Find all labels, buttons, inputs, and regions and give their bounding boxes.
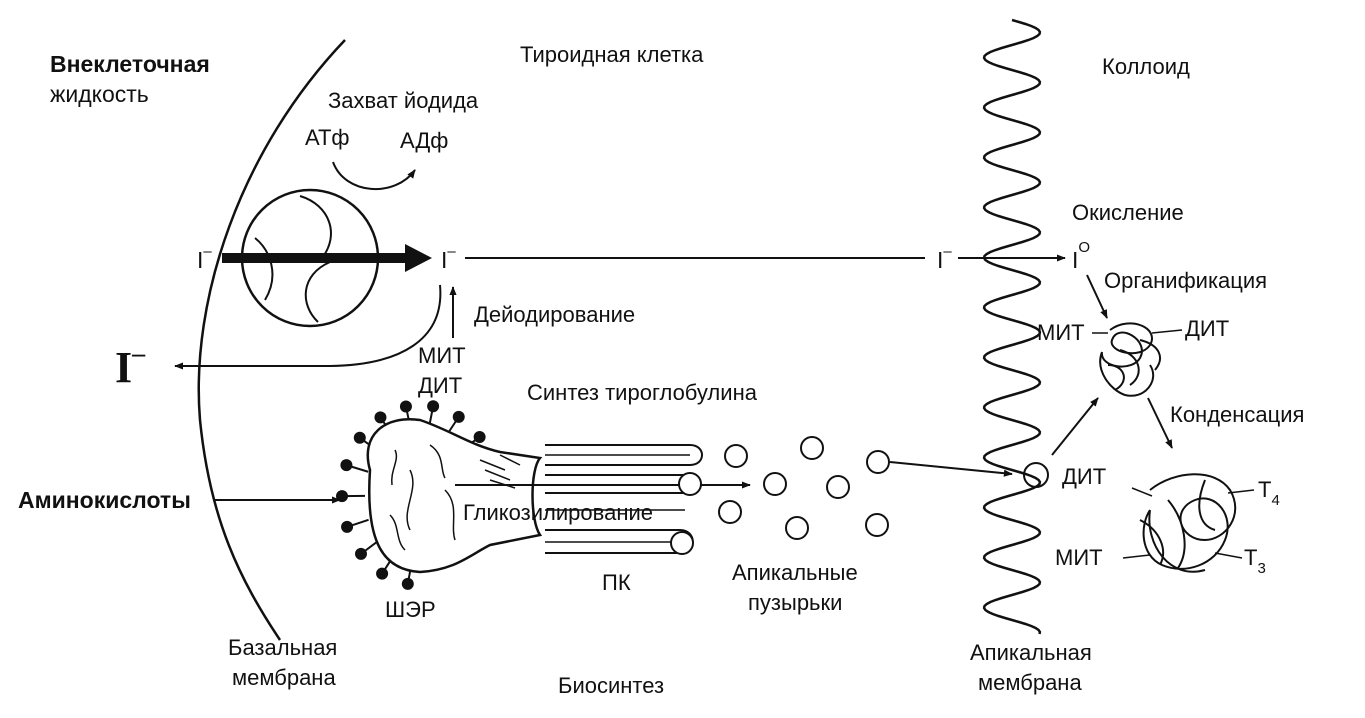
ribosome — [473, 430, 486, 443]
iodide-efflux-arrow — [174, 284, 442, 370]
apical-membrane-line — [982, 18, 1042, 635]
rough-er-body — [366, 418, 543, 574]
t3-t4-coil — [1139, 473, 1237, 573]
ribosome — [452, 410, 465, 423]
vesicle — [763, 472, 787, 496]
dit-pointer-1 — [1151, 329, 1183, 334]
atp-to-adp-arrow — [332, 161, 416, 191]
ribosome — [353, 431, 366, 444]
t3-label: Т3 — [1244, 545, 1266, 577]
vesicle — [670, 531, 694, 555]
ribosome — [340, 459, 353, 472]
vesicle — [826, 475, 850, 499]
vesicle — [865, 513, 889, 537]
mit-label-colloid-1: МИТ — [1037, 320, 1085, 345]
ribosome — [354, 547, 367, 560]
oxidation-label: Окисление — [1072, 200, 1184, 225]
condensation-arrow — [1147, 397, 1173, 449]
vesicle — [678, 472, 702, 496]
ribosome — [401, 577, 414, 590]
golgi-label: ПК — [602, 570, 631, 595]
organification-arrow — [1086, 274, 1108, 319]
thyroglobulin-synthesis-label: Синтез тироглобулина — [527, 380, 758, 405]
extracellular-label-1: Внеклеточная — [50, 51, 210, 77]
glycosylation-label: Гликозилирование — [463, 500, 653, 525]
pump-inner-arc-3 — [304, 261, 331, 323]
dit-label-cell: ДИТ — [418, 373, 462, 398]
extracellular-label-2: жидкость — [50, 81, 149, 107]
vesicle — [718, 500, 742, 524]
ribosome — [374, 411, 387, 424]
iodide-intracellular: I– — [441, 243, 456, 273]
biosynthesis-label: Биосинтез — [558, 673, 664, 698]
vesicle-to-apical-arrow — [889, 461, 1013, 477]
apical-membrane-label-1: Апикальная — [970, 640, 1092, 665]
basal-membrane-label-2: мембрана — [232, 665, 336, 690]
ribosome — [427, 400, 440, 413]
iodide-extracellular: I– — [197, 243, 212, 273]
adp-label: АДф — [400, 128, 448, 153]
organification-label: Органификация — [1104, 268, 1267, 293]
iodide-transport-arrowhead — [405, 244, 432, 272]
pump-inner-arc-1 — [299, 195, 332, 259]
t4-label: Т4 — [1258, 477, 1280, 509]
t4-pointer — [1227, 489, 1255, 494]
basal-membrane-line — [197, 39, 346, 641]
vesicle — [785, 516, 809, 540]
atp-label: АТф — [305, 125, 350, 150]
rough-er-label: ШЭР — [385, 597, 436, 622]
ribosome — [341, 520, 354, 533]
ribosomes — [336, 400, 504, 590]
condensation-label: Конденсация — [1170, 402, 1304, 427]
t3-pointer — [1214, 552, 1243, 559]
iodide-apical: I– — [937, 243, 952, 273]
thyroid-cell-label: Тироидная клетка — [520, 42, 704, 67]
vesicle — [724, 444, 748, 468]
dit-vesicle — [1023, 462, 1049, 488]
mit-label-colloid-2: МИТ — [1055, 545, 1103, 570]
iodine-oxidized: IO — [1072, 239, 1090, 273]
dit-label-colloid-2: ДИТ — [1062, 464, 1106, 489]
dit-pointer-2 — [1131, 487, 1153, 497]
dit-to-coil-arrow — [1051, 397, 1099, 456]
mit-label-cell: МИТ — [418, 343, 466, 368]
iodide-uptake-label: Захват йодида — [328, 88, 479, 113]
basal-membrane-label-1: Базальная — [228, 635, 337, 660]
rough-er — [336, 400, 543, 590]
apical-membrane-label-2: мембрана — [978, 670, 1082, 695]
deiodination-label: Дейодирование — [474, 302, 635, 327]
amino-acids-label: Аминокислоты — [18, 487, 191, 513]
colloid-label: Коллоид — [1102, 54, 1190, 79]
iodide-efflux: I– — [115, 339, 146, 392]
mit-dit-coil — [1099, 322, 1161, 397]
ribosome — [399, 400, 412, 413]
pump-inner-arc-2 — [254, 237, 274, 301]
apical-vesicles-label-2: пузырьки — [748, 590, 842, 615]
dit-label-colloid-1: ДИТ — [1185, 316, 1229, 341]
apical-vesicles-label-1: Апикальные — [732, 560, 858, 585]
apical-vesicles — [670, 436, 890, 555]
mit-pointer-2 — [1122, 554, 1151, 559]
ribosome — [376, 567, 389, 580]
vesicle — [866, 450, 890, 474]
vesicle — [800, 436, 824, 460]
